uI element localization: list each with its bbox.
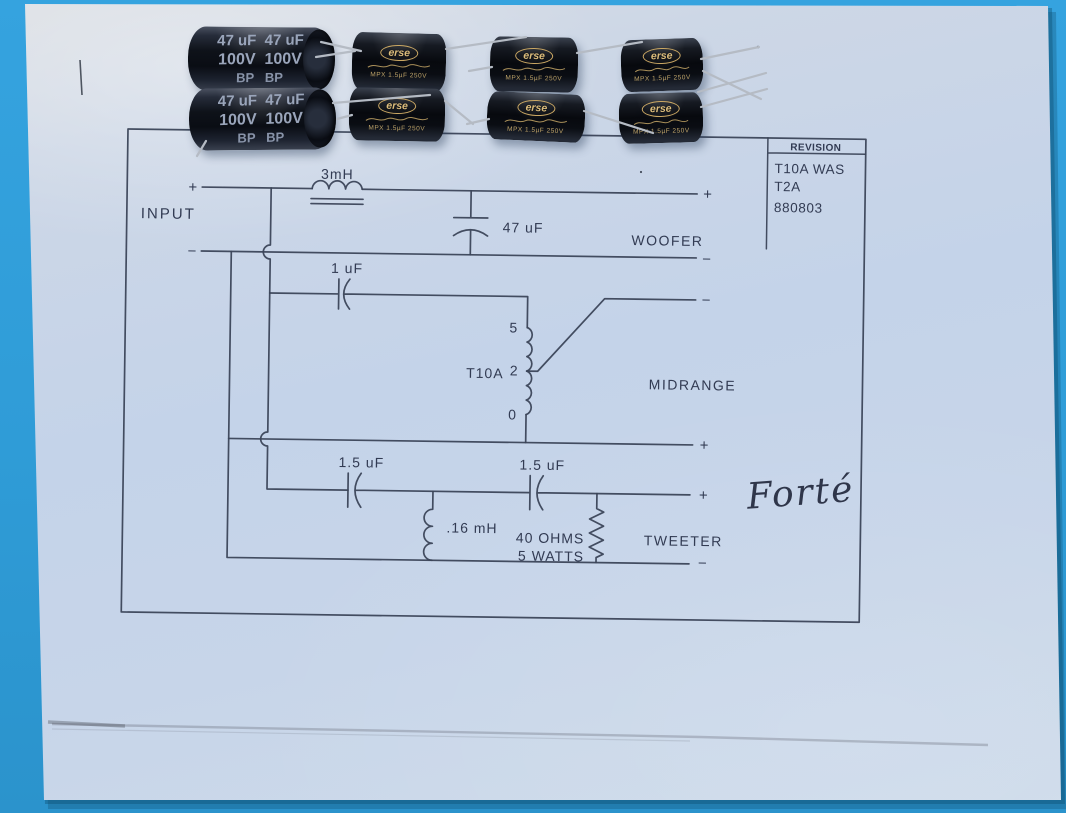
revision-entry-1: T10A WAS [774, 161, 845, 177]
revision-entry-2: T2A [774, 179, 801, 194]
wire-tweeter-plus-rail [346, 472, 691, 511]
autoformer-t10a-label: T10A [466, 365, 504, 382]
film-capacitor-1: erse MPX 1.5µF 250V [351, 31, 447, 93]
inductor-point16mh-label: .16 mH [446, 519, 497, 536]
lead-wire-group [195, 35, 769, 158]
paper-speck-2 [639, 170, 643, 174]
midrange-label: MIDRANGE [649, 376, 737, 393]
woofer-minus-sign: − [702, 251, 711, 268]
gold-scribble [502, 66, 566, 71]
film-capacitor-6: erse MPX 1.5µF 250V [618, 91, 704, 145]
capacitor-1uf-branch [268, 278, 529, 329]
film-capacitor-5: erse MPX 1.5µF 250V [485, 90, 587, 144]
handwritten-forte-note: Forté [744, 469, 855, 518]
wire-ground-bus [226, 250, 690, 565]
film-capacitor-2: erse MPX 1.5µF 250V [489, 36, 579, 93]
tap-2-label: 2 [510, 362, 519, 378]
resistor-40ohm-label-line2: 5 WATTS [518, 547, 584, 564]
tweeter-label: TWEETER [644, 532, 723, 549]
inductor-3mh-coil [311, 179, 364, 191]
inductor-3mh-label: 3mH [321, 166, 354, 182]
revision-box [765, 137, 867, 250]
film-capacitor-4: erse MPX 1.5µF 250V [348, 87, 446, 142]
gold-scribble [365, 116, 429, 121]
tap-5-label: 5 [509, 319, 518, 335]
midrange-minus-sign: − [702, 292, 711, 309]
copier-streak [51, 722, 989, 747]
resistor-40ohm-label-line1: 40 OHMS [516, 529, 585, 546]
wire-minus-rail [200, 250, 698, 259]
schematic-rotation-group: REVISION T10A WAS T2A 880803 INPUT + − 3… [120, 128, 867, 624]
capacitor-1uf-label: 1 uF [331, 260, 363, 276]
input-plus-sign: + [188, 179, 197, 196]
tweeter-minus-sign: − [698, 555, 707, 572]
woofer-plus-sign: + [703, 186, 712, 203]
wire-hot-bus [259, 187, 349, 491]
capacitor-1point5uf-first-label: 1.5 uF [338, 454, 384, 471]
revision-header: REVISION [790, 142, 841, 154]
gold-scribble [504, 119, 568, 123]
resistor-40ohm [588, 492, 605, 564]
capacitor-1point5uf-second-label: 1.5 uF [519, 456, 565, 473]
schematic-border [120, 128, 867, 624]
tap-0-label: 0 [508, 406, 517, 422]
gold-scribble [634, 66, 690, 73]
input-minus-sign: − [187, 243, 196, 260]
copier-streak-faint [51, 728, 691, 742]
gold-scribble [633, 119, 689, 126]
wire-midrange-plus-rail [227, 437, 694, 446]
tweeter-plus-sign: + [699, 487, 708, 504]
capacitor-47uf-label: 47 uF [503, 219, 544, 236]
inductor-point16mh [422, 490, 434, 562]
copier-streak-dark-end [47, 720, 126, 728]
wire-tap2-diagonal [525, 297, 697, 373]
inductor-3mh-core [310, 197, 364, 206]
stray-mark [79, 59, 83, 96]
capacitor-47uf [452, 189, 489, 256]
woofer-label: WOOFER [631, 232, 703, 249]
midrange-plus-sign: + [700, 437, 709, 454]
gold-scribble [367, 64, 431, 68]
revision-entry-3: 880803 [774, 200, 823, 216]
wire-plus-rail [201, 186, 698, 195]
input-label: INPUT [141, 205, 196, 223]
film-capacitor-3: erse MPX 1.5µF 250V [620, 37, 704, 93]
